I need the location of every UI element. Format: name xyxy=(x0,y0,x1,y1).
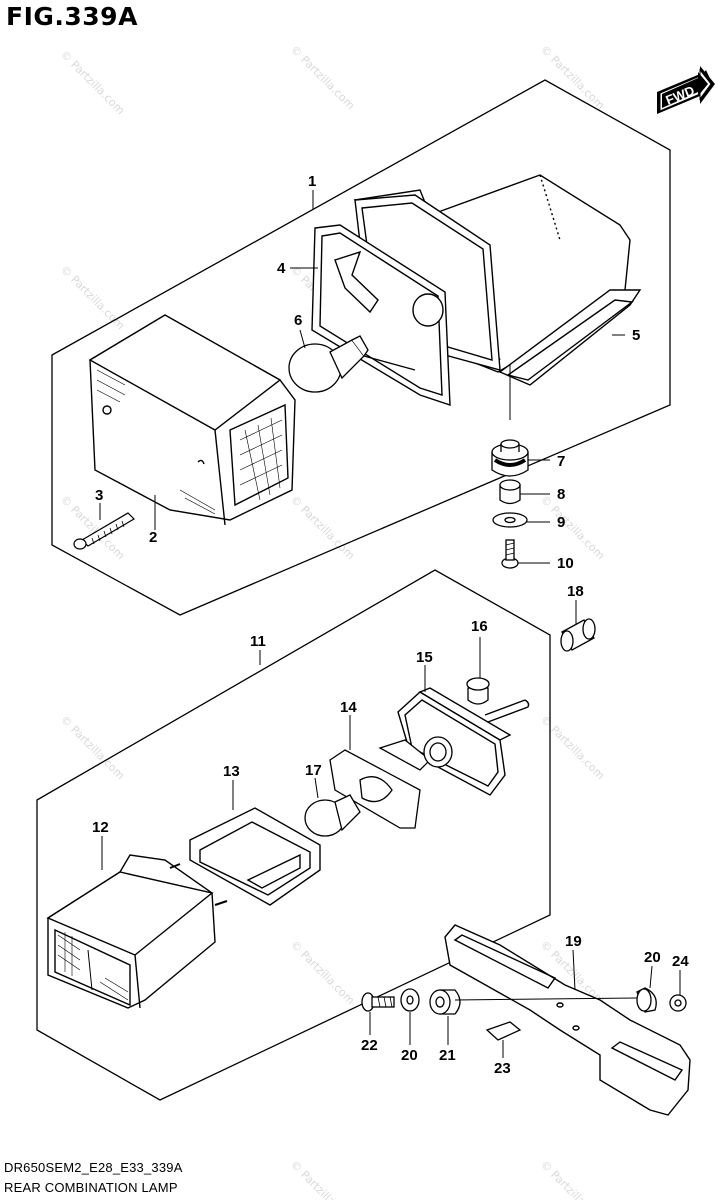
callout-1: 1 xyxy=(308,173,316,190)
callout-18: 18 xyxy=(567,583,584,600)
callouts: 1 2 3 4 5 6 7 8 9 10 11 12 13 14 15 16 1… xyxy=(92,173,689,1077)
callout-20-left: 20 xyxy=(401,1047,418,1064)
figure-title: FIG.339A xyxy=(6,2,138,31)
leader-lines xyxy=(99,190,681,1058)
tail-lens xyxy=(46,854,228,1009)
callout-22: 22 xyxy=(361,1037,378,1054)
watermark: © Partzilla.com xyxy=(538,713,607,782)
callout-5: 5 xyxy=(632,327,640,344)
callout-14: 14 xyxy=(340,699,357,716)
callout-15: 15 xyxy=(416,649,433,666)
fwd-arrow-icon: FWD xyxy=(657,66,715,114)
watermark: © Partzilla.com xyxy=(58,713,127,782)
callout-21: 21 xyxy=(439,1047,456,1064)
socket-grommet xyxy=(466,677,490,705)
license-bracket xyxy=(444,924,691,1116)
reflector-plate xyxy=(329,749,421,829)
watermark: © Partzilla.com xyxy=(538,1158,607,1200)
callout-3: 3 xyxy=(95,487,103,504)
callout-20-right: 20 xyxy=(644,949,661,966)
callout-12: 12 xyxy=(92,819,109,836)
callout-10: 10 xyxy=(557,555,574,572)
diagram-code: DR650SEM2_E28_E33_339A xyxy=(4,1160,183,1175)
callout-13: 13 xyxy=(223,763,240,780)
collar xyxy=(499,479,521,505)
callout-19: 19 xyxy=(565,933,582,950)
watermark: © Partzilla.com xyxy=(58,263,127,332)
bolt-axis xyxy=(454,997,641,1001)
tapping-screw xyxy=(501,539,519,569)
washer-20-right xyxy=(636,987,657,1013)
lamp-cover xyxy=(189,807,321,906)
callout-17: 17 xyxy=(305,762,322,779)
callout-11: 11 xyxy=(250,633,266,650)
bulb-icon xyxy=(288,335,416,393)
socket-housing xyxy=(397,687,530,796)
callout-23: 23 xyxy=(494,1060,511,1077)
callout-8: 8 xyxy=(557,486,565,503)
watermark: © Partzilla.com xyxy=(538,493,607,562)
callout-6: 6 xyxy=(294,312,302,329)
grommet xyxy=(491,439,529,477)
lens xyxy=(88,314,296,526)
spacer-collar xyxy=(560,618,596,652)
bolt xyxy=(361,992,395,1012)
callout-4: 4 xyxy=(277,260,286,277)
assembly-frame-1 xyxy=(51,79,671,616)
assembly-frame-11 xyxy=(36,569,551,1101)
callout-16: 16 xyxy=(471,618,488,635)
callout-24: 24 xyxy=(672,953,689,970)
callout-2: 2 xyxy=(149,529,157,546)
screw xyxy=(73,512,135,550)
watermark: © Partzilla.com xyxy=(288,1158,357,1200)
watermark: © Partzilla.com xyxy=(538,43,607,112)
nut xyxy=(669,994,687,1012)
tail-bulb-icon xyxy=(304,794,361,837)
watermark: © Partzilla.com xyxy=(288,938,357,1007)
bulb-socket xyxy=(378,736,453,771)
cushion xyxy=(429,989,461,1015)
watermark: © Partzilla.com xyxy=(288,43,357,112)
watermark: © Partzilla.com xyxy=(58,48,127,117)
washer-20-left xyxy=(400,988,420,1012)
nut-plate xyxy=(485,1021,522,1041)
washer xyxy=(492,512,528,528)
diagram-caption: REAR COMBINATION LAMP xyxy=(4,1180,178,1195)
gasket-front xyxy=(311,224,451,406)
callout-7: 7 xyxy=(557,453,565,470)
watermark: © Partzilla.com xyxy=(288,493,357,562)
callout-9: 9 xyxy=(557,514,565,531)
